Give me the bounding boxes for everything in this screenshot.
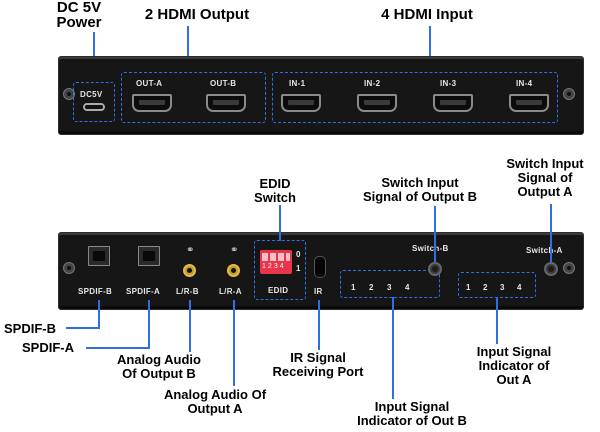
screw-icon (563, 88, 575, 100)
lr-a-label: L/R-A (219, 287, 242, 296)
headphone-icon: ⚭ (230, 245, 239, 256)
leader-spdif-b (98, 300, 100, 328)
edid-digit: 4 (279, 263, 286, 270)
spdif-b-port[interactable] (88, 246, 110, 266)
screw-icon (563, 262, 575, 274)
in-4-label: IN-4 (516, 79, 533, 88)
indicator-a-3: 3 (500, 283, 505, 292)
callout-switch-input-b: Switch Input Signal of Output B (362, 175, 478, 204)
edid-dip-switch[interactable]: 1234 (260, 250, 292, 274)
callout-analog-b: Analog Audio Of Output B (116, 352, 201, 381)
leader-indicator-b (392, 297, 394, 399)
out-b-label: OUT-B (210, 79, 237, 88)
callout-hdmi-input: 4 HDMI Input (381, 6, 473, 23)
headphone-icon: ⚭ (186, 245, 195, 256)
switch-b-label: Switch-B (412, 244, 449, 253)
edid-side-1: 1 (296, 264, 301, 273)
switch-a-button[interactable] (544, 262, 558, 276)
hdmi-out-a-port[interactable] (132, 94, 172, 112)
in-1-label: IN-1 (289, 79, 306, 88)
indicator-b-frame (340, 270, 440, 298)
hdmi-in-4-port[interactable] (509, 94, 549, 112)
edid-label: EDID (268, 286, 289, 295)
audio-jack-a[interactable] (227, 264, 240, 277)
usb-c-port[interactable] (83, 103, 105, 111)
spdif-a-label: SPDIF-A (126, 287, 161, 296)
leader-analog-b (189, 300, 191, 352)
hdmi-in-2-port[interactable] (357, 94, 397, 112)
indicator-a-2: 2 (483, 283, 488, 292)
callout-dc-power: DC 5V Power (56, 0, 102, 31)
hdmi-input-frame (272, 72, 558, 123)
lr-b-label: L/R-B (176, 287, 199, 296)
edid-digit: 3 (273, 263, 280, 270)
leader-switch-b (434, 206, 436, 262)
indicator-a-4: 4 (517, 283, 522, 292)
callout-input-indicator-b: Input Signal Indicator of Out B (357, 399, 467, 428)
edid-side-0: 0 (296, 250, 301, 259)
callout-spdif-b: SPDIF-B (4, 321, 56, 336)
screw-icon (63, 262, 75, 274)
hdmi-out-b-port[interactable] (206, 94, 246, 112)
hdmi-in-3-port[interactable] (433, 94, 473, 112)
dc-port-label: DC5V (80, 90, 103, 99)
leader-hdmi-input (429, 26, 431, 72)
leader-spdif-b-h (66, 327, 100, 329)
leader-edid (279, 205, 281, 241)
leader-switch-a (550, 204, 552, 262)
in-3-label: IN-3 (440, 79, 457, 88)
indicator-b-2: 2 (369, 283, 374, 292)
dc-port-frame (73, 82, 115, 122)
switch-a-label: Switch-A (526, 246, 563, 255)
indicator-b-1: 1 (351, 283, 356, 292)
in-2-label: IN-2 (364, 79, 381, 88)
callout-analog-a: Analog Audio Of Output A (163, 387, 267, 416)
indicator-b-3: 3 (387, 283, 392, 292)
audio-jack-b[interactable] (183, 264, 196, 277)
edid-digit: 2 (267, 263, 274, 270)
callout-hdmi-output: 2 HDMI Output (144, 6, 250, 23)
spdif-b-label: SPDIF-B (78, 287, 113, 296)
indicator-b-4: 4 (405, 283, 410, 292)
switch-b-button[interactable] (428, 262, 442, 276)
indicator-a-1: 1 (466, 283, 471, 292)
screw-icon (63, 88, 75, 100)
callout-switch-input-a: Switch Input Signal of Output A (506, 156, 584, 199)
out-a-label: OUT-A (136, 79, 163, 88)
ir-label: IR (314, 287, 323, 296)
spdif-a-port[interactable] (138, 246, 160, 266)
callout-ir-signal: IR Signal Receiving Port (272, 350, 364, 379)
hdmi-in-1-port[interactable] (281, 94, 321, 112)
leader-analog-a (233, 300, 235, 386)
ir-receiver (314, 256, 326, 278)
leader-hdmi-output (187, 26, 189, 72)
leader-spdif-a-h (86, 347, 150, 349)
callout-edid-switch: EDID Switch (254, 176, 296, 205)
leader-ir (318, 300, 320, 350)
hdmi-output-frame (121, 72, 266, 123)
leader-indicator-a (496, 297, 498, 344)
leader-spdif-a (148, 300, 150, 348)
edid-digit: 1 (262, 263, 268, 270)
callout-spdif-a: SPDIF-A (22, 340, 74, 355)
callout-input-indicator-a: Input Signal Indicator of Out A (476, 344, 552, 387)
